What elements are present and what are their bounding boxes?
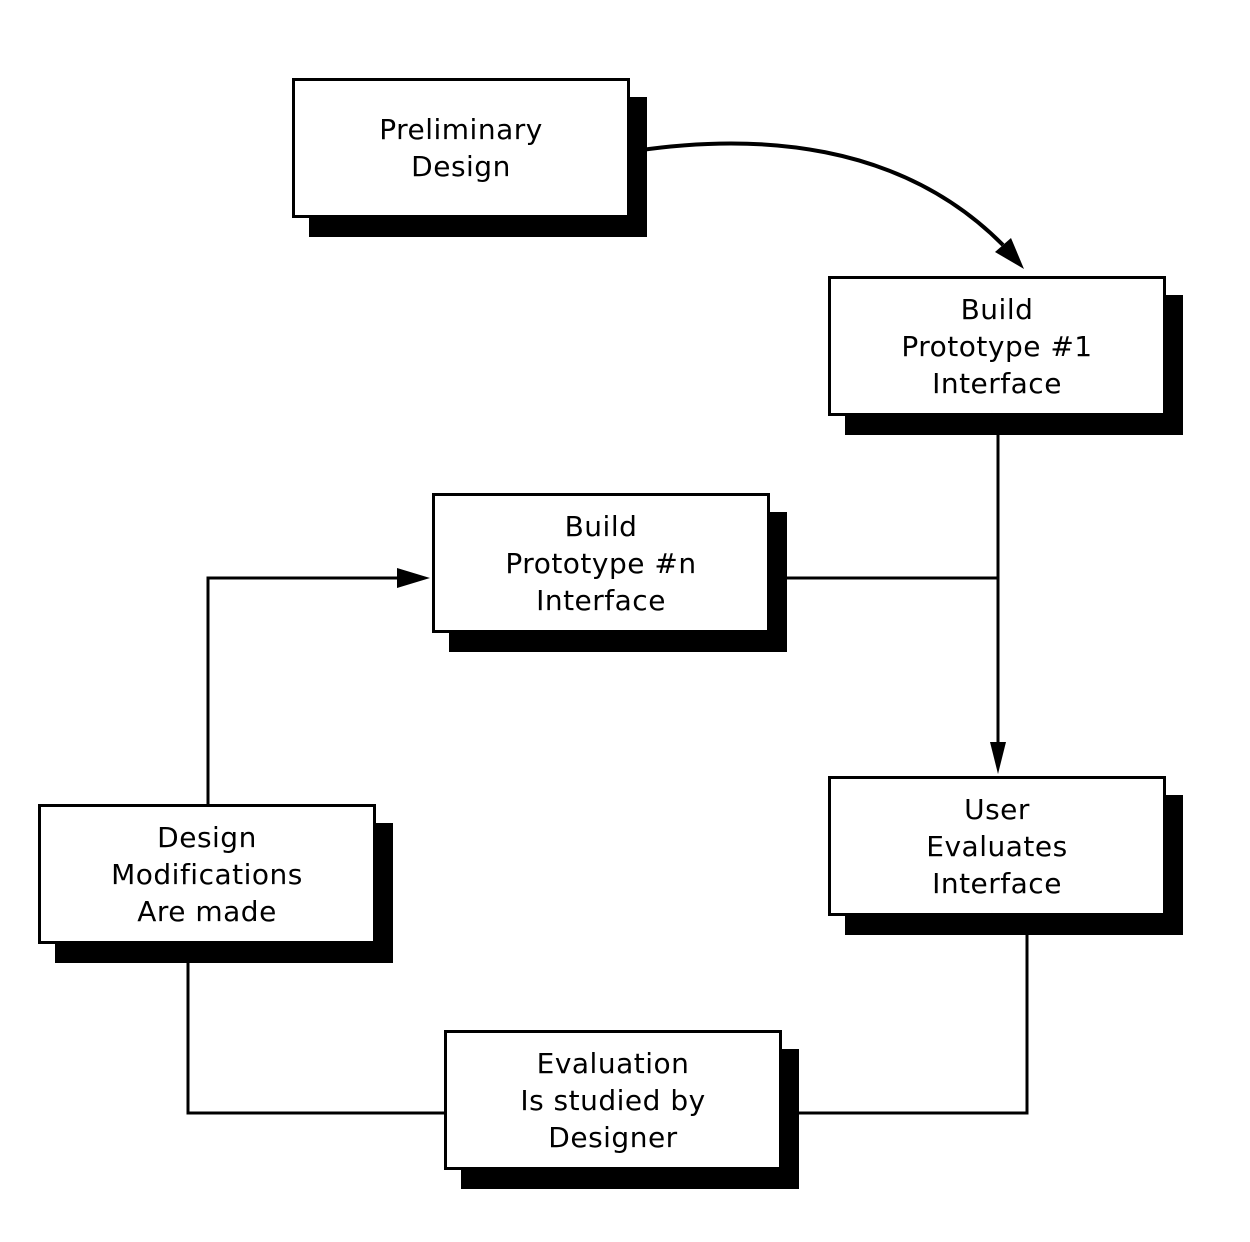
edge-user-to-evaluation-elbow <box>798 918 1029 1115</box>
edge-designmods-to-proton-arrowhead <box>397 568 430 588</box>
node-text-line: Build <box>960 292 1034 326</box>
node-text-line: Preliminary <box>379 113 543 146</box>
edge-designmods-to-proton-elbow <box>206 576 398 806</box>
node-text-line: Prototype #n <box>505 546 697 580</box>
node-text-line: Designer <box>548 1120 678 1154</box>
node-text-line: Evaluates <box>926 829 1068 863</box>
edge-proto1-to-user-arrowhead <box>990 742 1006 774</box>
node-text-line: Is studied by <box>520 1083 706 1117</box>
node-text-line: Are made <box>137 894 277 928</box>
edge-evaluation-to-designmods-elbow <box>186 956 450 1115</box>
node-text-line: Interface <box>536 583 666 617</box>
node-text-line: Design <box>157 820 257 854</box>
edge-prelim-to-proto1-curve <box>633 141 1005 247</box>
node-text-line: User <box>964 792 1030 826</box>
node-text-line: Prototype #1 <box>901 329 1093 363</box>
node-preliminary-design: Preliminary Design <box>292 78 630 218</box>
node-text-line: Interface <box>932 366 1062 400</box>
node-evaluation-is-studied-by-designer: Evaluation Is studied by Designer <box>444 1030 782 1170</box>
node-design-modifications-are-made: Design Modifications Are made <box>38 804 376 944</box>
node-build-prototype-1-interface: Build Prototype #1 Interface <box>828 276 1166 416</box>
node-text-line: Build <box>564 509 638 543</box>
node-user-evaluates-interface: User Evaluates Interface <box>828 776 1166 916</box>
node-build-prototype-n-interface: Build Prototype #n Interface <box>432 493 770 633</box>
node-text-line: Interface <box>932 866 1062 900</box>
node-text-line: Evaluation <box>536 1046 690 1080</box>
node-text-line: Modifications <box>111 857 303 891</box>
node-text-line: Design <box>411 150 511 183</box>
edge-prelim-to-proto1-arrowhead <box>995 238 1024 269</box>
